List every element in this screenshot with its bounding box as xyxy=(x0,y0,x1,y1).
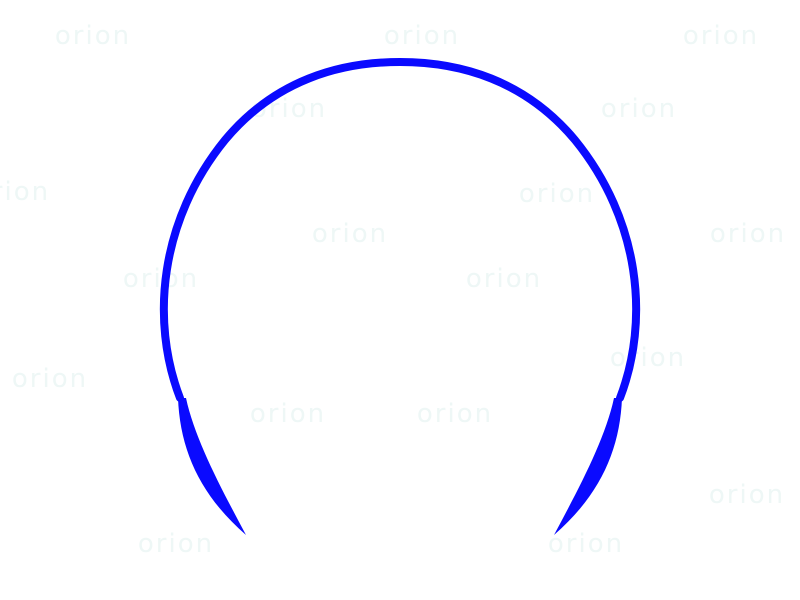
headband-arc xyxy=(159,57,641,402)
headband-left-end xyxy=(178,398,246,535)
headband-right-end xyxy=(554,398,622,535)
